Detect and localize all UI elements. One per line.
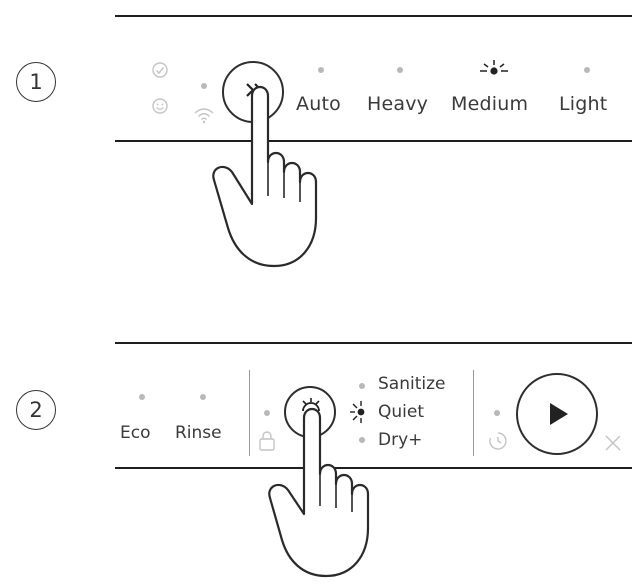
delay-timer-icon: [489, 432, 507, 450]
pressing-hand-icon-2: [268, 407, 370, 578]
cancel-x-icon: [605, 435, 621, 451]
sanitize-indicator-dot: [359, 383, 365, 389]
delay-indicator-dot: [494, 410, 500, 416]
play-icon: [550, 403, 568, 425]
pressing-hand-icon: [212, 85, 318, 268]
panel1-top-line: [115, 15, 632, 17]
wifi-indicator-dot: [201, 83, 207, 89]
light-indicator-dot: [584, 67, 590, 73]
panel1-bottom-line: [115, 140, 632, 142]
option-rinse: Rinse: [175, 423, 222, 443]
panel2-bottom-line: [115, 467, 632, 469]
wifi-icon: [194, 108, 214, 124]
auto-indicator-dot: [318, 67, 324, 73]
option-eco: Eco: [120, 423, 151, 443]
step-number-2: 2: [16, 390, 56, 430]
sun-icon: [302, 398, 320, 412]
divider-1: [249, 370, 250, 456]
heavy-indicator-dot: [397, 67, 403, 73]
option-medium: Medium: [451, 93, 529, 115]
option-light: Light: [559, 93, 608, 115]
option-sanitize: Sanitize: [378, 374, 446, 394]
step-number-1-text: 1: [29, 70, 43, 94]
check-circle-icon: [152, 62, 168, 78]
quiet-active-indicator-icon: [350, 401, 365, 423]
step-number-2-text: 2: [29, 398, 43, 422]
option-heavy: Heavy: [367, 93, 429, 115]
lock-indicator-dot: [264, 410, 270, 416]
option-auto: Auto: [296, 93, 341, 115]
rinse-indicator-dot: [200, 394, 206, 400]
lock-icon: [259, 431, 275, 451]
option-quiet: Quiet: [378, 402, 425, 422]
active-indicator-icon: [480, 60, 508, 75]
eco-indicator-dot: [139, 394, 145, 400]
smiley-icon: [152, 98, 168, 114]
option-dry-plus: Dry+: [378, 430, 423, 450]
panel2-top-line: [115, 342, 632, 344]
divider-2: [473, 370, 474, 456]
dry-plus-indicator-dot: [359, 437, 365, 443]
step-number-1: 1: [16, 62, 56, 102]
